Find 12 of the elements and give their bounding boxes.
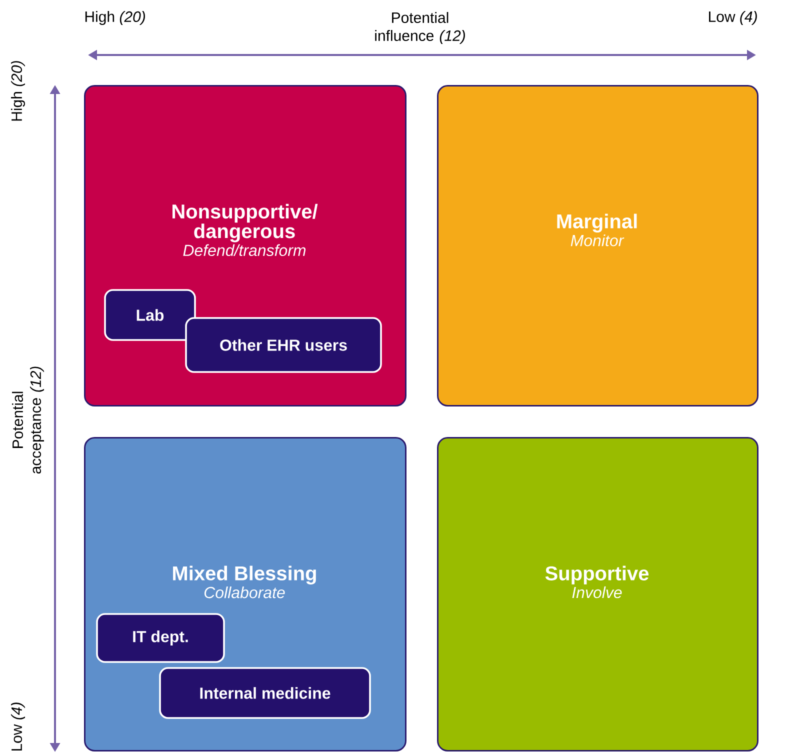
stakeholder-box: IT dept.: [96, 613, 225, 663]
axis-title: Potential acceptance (12): [12, 366, 44, 474]
stakeholder-box: Other EHR users: [185, 317, 382, 373]
axis-label: High (20): [11, 61, 25, 121]
quadrant-box: Supportive Involve: [437, 436, 758, 752]
stakeholder-box: Internal medicine: [159, 667, 371, 719]
axis-label: Low (4): [709, 11, 757, 25]
axis-label: High (20): [85, 11, 145, 25]
axis-title: Potential influence (12): [375, 12, 465, 44]
stakeholder-box: Lab: [104, 289, 196, 341]
axis-label: Low (4): [11, 702, 25, 751]
quadrant-box: Marginal Monitor: [437, 84, 758, 406]
